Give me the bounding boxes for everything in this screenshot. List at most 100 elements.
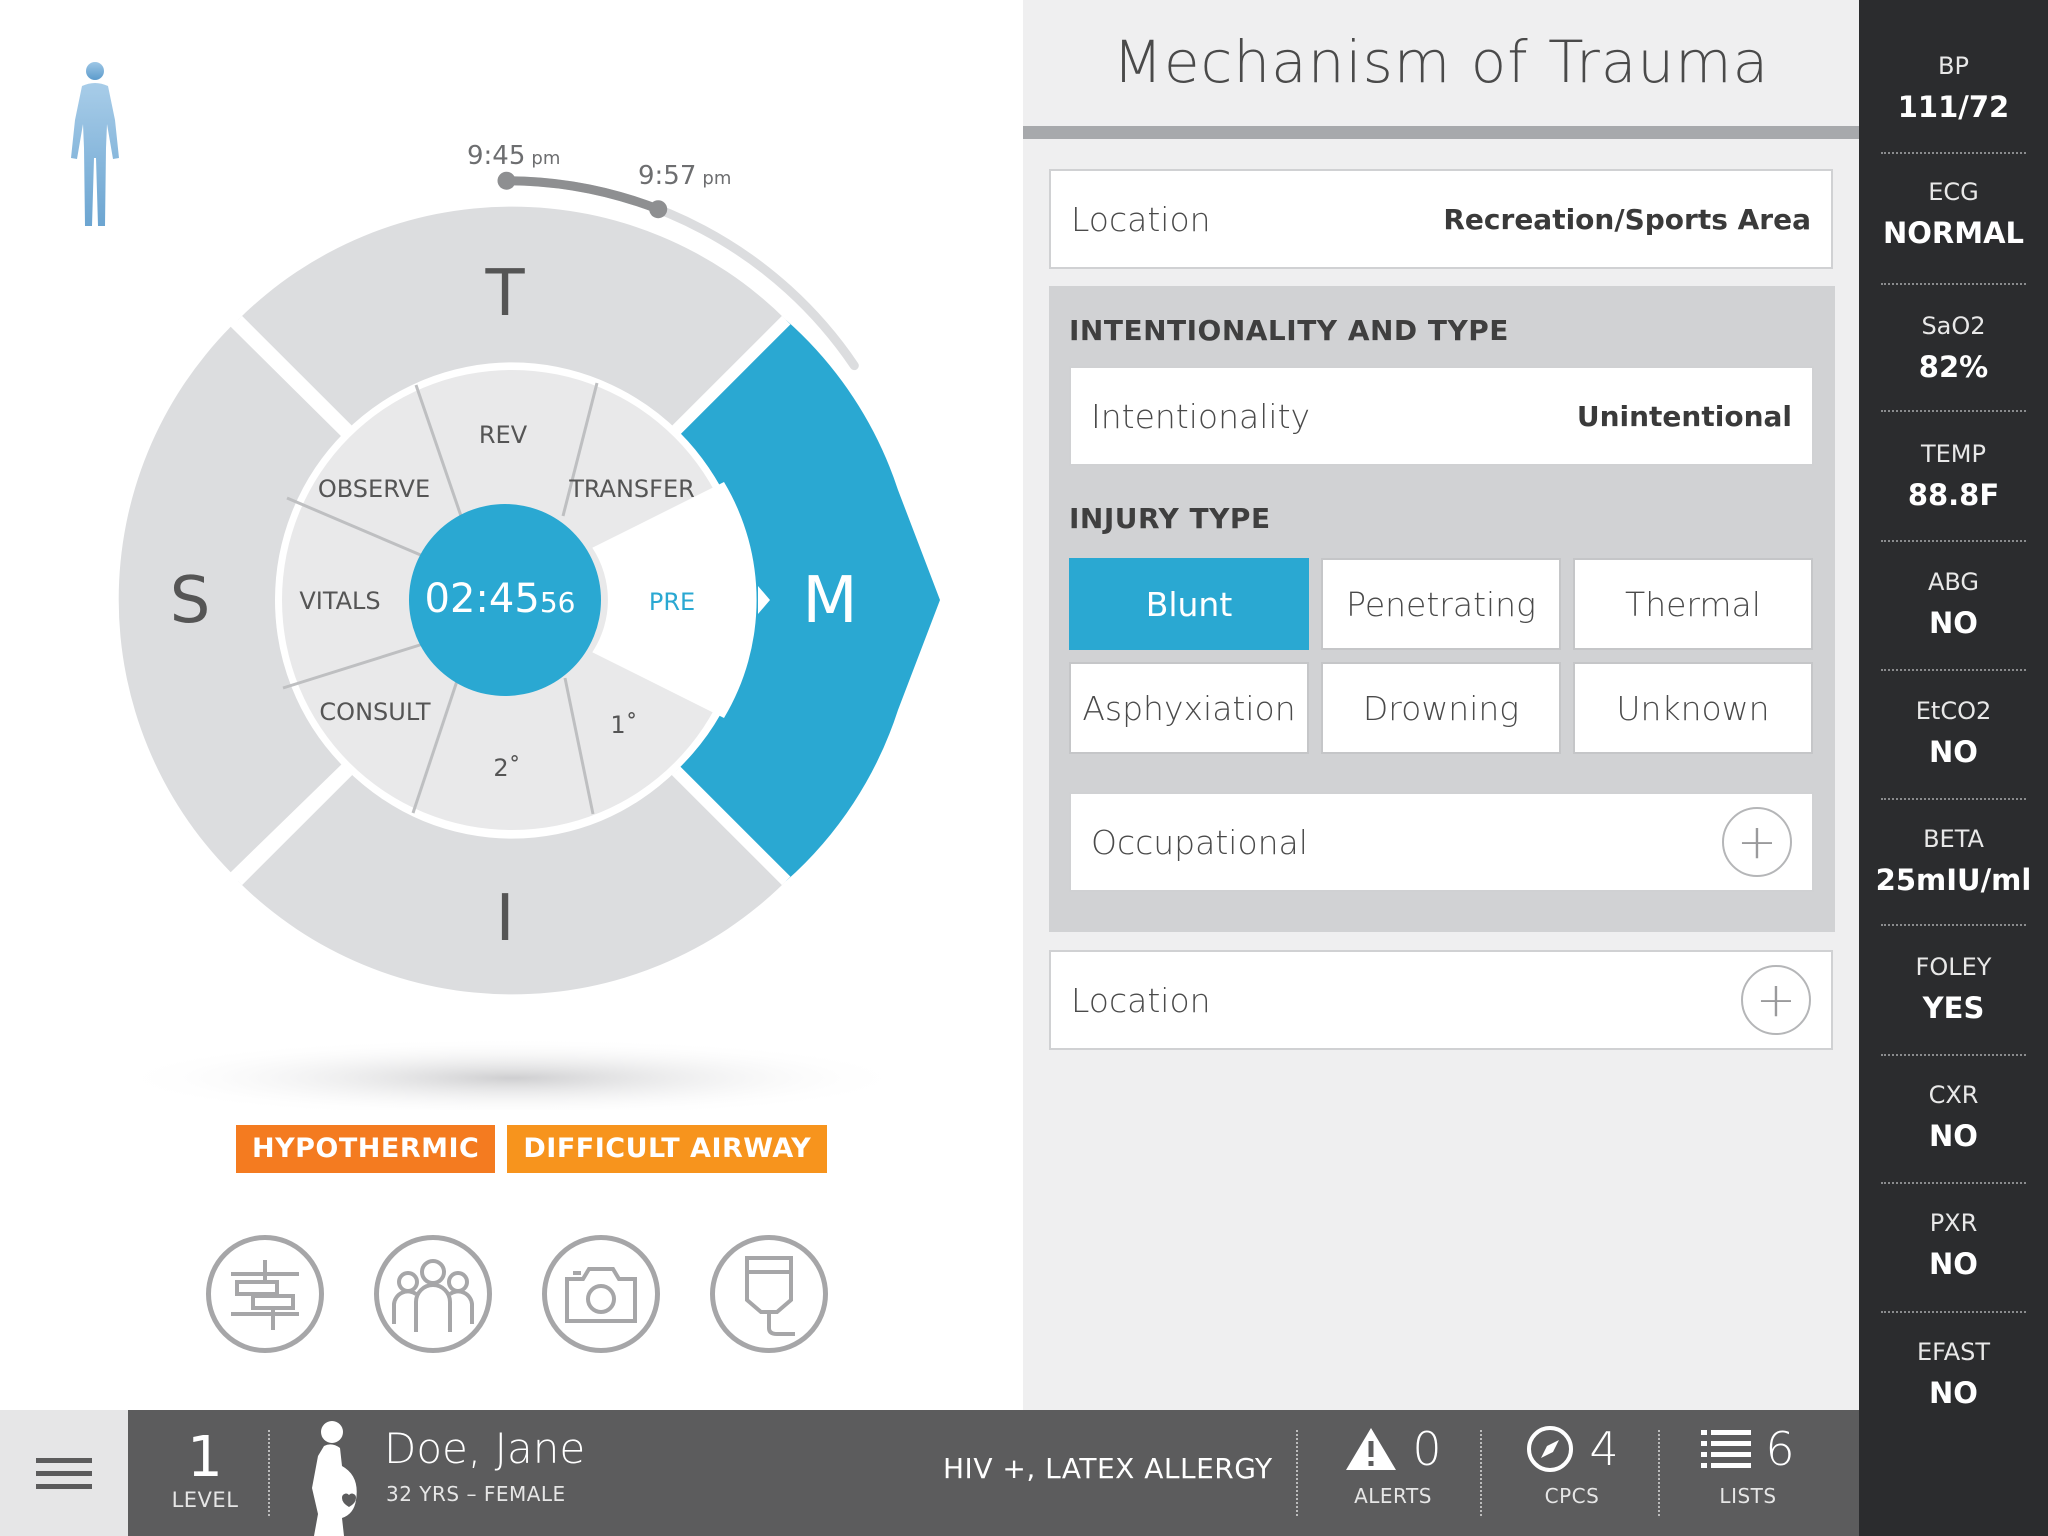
timer-display: 02:4556 <box>425 576 576 622</box>
body-figure-icon[interactable] <box>60 58 130 230</box>
vital-value: NO <box>1929 1247 1978 1281</box>
injury-type-grid: Blunt Penetrating Thermal Asphyxiation D… <box>1069 558 1814 754</box>
warning-icon <box>1346 1428 1397 1470</box>
injury-drowning-button[interactable]: Drowning <box>1321 662 1561 754</box>
vital-temp[interactable]: TEMP 88.8F <box>1859 440 2048 512</box>
vital-label: ECG <box>1928 178 1979 206</box>
patient-name[interactable]: Doe, Jane <box>384 1424 586 1473</box>
vital-ecg[interactable]: ECG NORMAL <box>1859 178 2048 250</box>
lists-label: LISTS <box>1719 1484 1777 1508</box>
level-number: 1 <box>187 1425 223 1490</box>
time-end-marker[interactable] <box>649 200 668 219</box>
occupational-field[interactable]: Occupational + <box>1069 792 1814 892</box>
vital-label: TEMP <box>1920 440 1986 468</box>
vital-abg[interactable]: ABG NO <box>1859 568 2048 640</box>
occupational-add-button[interactable]: + <box>1722 807 1792 877</box>
inner-consult[interactable]: CONSULT <box>319 698 430 726</box>
cpcs-count: 4 <box>1589 1422 1619 1476</box>
injury-blunt-button[interactable]: Blunt <box>1069 558 1309 650</box>
segment-s-label: S <box>170 564 211 638</box>
list-icon <box>1701 1430 1752 1468</box>
vital-label: EtCO2 <box>1915 697 1992 725</box>
pregnant-patient-icon <box>312 1421 357 1536</box>
vital-label: EFAST <box>1916 1338 1991 1366</box>
flowchart-button[interactable] <box>206 1235 324 1353</box>
timer-hub[interactable] <box>409 504 601 696</box>
vital-value: NO <box>1929 1376 1978 1410</box>
vital-label: BETA <box>1923 825 1984 853</box>
iv-bag-button[interactable] <box>710 1235 828 1353</box>
location-value: Recreation/Sports Area <box>1443 202 1811 236</box>
segment-pre[interactable] <box>592 482 757 718</box>
vital-label: CXR <box>1928 1081 1979 1109</box>
iv-bag-icon <box>745 1256 795 1336</box>
alerts-counter[interactable]: 0 ALERTS <box>1338 1424 1448 1508</box>
badge-hypothermic[interactable]: HYPOTHERMIC <box>236 1125 496 1173</box>
vital-value: 82% <box>1918 350 1989 384</box>
time-start-marker[interactable] <box>497 171 516 190</box>
intentionality-value: Unintentional <box>1576 399 1792 433</box>
inner-secondary[interactable]: 2˚ <box>493 754 520 782</box>
team-icon <box>392 1259 474 1332</box>
wheel-shadow <box>112 1038 912 1110</box>
vitals-sidebar: BP 111/72 ECG NORMAL SaO2 82% TEMP 88.8F… <box>1859 0 2048 1536</box>
vital-label: PXR <box>1929 1209 1978 1237</box>
location-add-field[interactable]: Location + <box>1049 950 1833 1050</box>
location-label: Location <box>1071 199 1211 239</box>
segment-i[interactable] <box>237 770 787 995</box>
occupational-label: Occupational <box>1091 822 1308 862</box>
patient-allergies[interactable]: HIV +, LATEX ALLERGY <box>943 1452 1273 1485</box>
vital-cxr[interactable]: CXR NO <box>1859 1081 2048 1153</box>
tool-row <box>206 1235 828 1353</box>
time-elapsed <box>502 176 663 214</box>
injury-unknown-button[interactable]: Unknown <box>1573 662 1813 754</box>
segment-m-label: M <box>802 564 857 638</box>
segment-m[interactable] <box>676 320 940 881</box>
patient-bar: 1 LEVEL Doe, Jane 32 YRS – FEMALE HIV +,… <box>0 1410 1859 1536</box>
inner-vitals[interactable]: VITALS <box>299 587 380 615</box>
camera-button[interactable] <box>542 1235 660 1353</box>
vital-value: NO <box>1929 735 1978 769</box>
inner-pre[interactable]: PRE <box>649 588 695 616</box>
badge-difficult-airway[interactable]: DIFFICULT AIRWAY <box>507 1125 828 1173</box>
vital-foley[interactable]: FOLEY YES <box>1859 953 2048 1025</box>
segment-t-label: T <box>484 257 525 331</box>
vital-bp[interactable]: BP 111/72 <box>1859 52 2048 124</box>
vital-efast[interactable]: EFAST NO <box>1859 1338 2048 1410</box>
cpcs-counter[interactable]: 4 CPCS <box>1522 1424 1622 1508</box>
injury-thermal-button[interactable]: Thermal <box>1573 558 1813 650</box>
team-button[interactable] <box>374 1235 492 1353</box>
inner-transfer[interactable]: TRANSFER <box>568 475 695 503</box>
inner-rev[interactable]: REV <box>479 421 528 449</box>
lists-counter[interactable]: 6 LISTS <box>1700 1424 1796 1508</box>
intentionality-heading: INTENTIONALITY AND TYPE <box>1069 314 1509 347</box>
segment-t[interactable] <box>237 206 787 431</box>
location-add-button[interactable]: + <box>1741 965 1811 1035</box>
compass-icon <box>1527 1426 1574 1472</box>
vital-sao2[interactable]: SaO2 82% <box>1859 312 2048 384</box>
intentionality-group: INTENTIONALITY AND TYPE Intentionality U… <box>1049 286 1835 932</box>
alerts-count: 0 <box>1412 1422 1442 1476</box>
vital-value: 25mIU/ml <box>1875 863 2032 897</box>
intentionality-label: Intentionality <box>1091 396 1311 436</box>
inner-observe[interactable]: OBSERVE <box>318 475 430 503</box>
vital-etco2[interactable]: EtCO2 NO <box>1859 697 2048 769</box>
level-label: LEVEL <box>171 1488 239 1512</box>
location-field[interactable]: Location Recreation/Sports Area <box>1049 169 1833 269</box>
location-add-label: Location <box>1071 980 1211 1020</box>
injury-type-heading: INJURY TYPE <box>1069 502 1271 535</box>
inner-primary[interactable]: 1˚ <box>610 711 637 739</box>
intentionality-field[interactable]: Intentionality Unintentional <box>1069 366 1814 466</box>
vital-value: 111/72 <box>1897 90 2010 124</box>
vital-beta[interactable]: BETA 25mIU/ml <box>1859 825 2048 897</box>
injury-asphyxiation-button[interactable]: Asphyxiation <box>1069 662 1309 754</box>
page-title: Mechanism of Trauma <box>1112 28 1770 96</box>
injury-penetrating-button[interactable]: Penetrating <box>1321 558 1561 650</box>
menu-button[interactable] <box>0 1410 128 1536</box>
segment-s[interactable] <box>118 326 343 873</box>
trauma-level[interactable]: 1 LEVEL <box>165 1425 245 1513</box>
vital-pxr[interactable]: PXR NO <box>1859 1209 2048 1281</box>
